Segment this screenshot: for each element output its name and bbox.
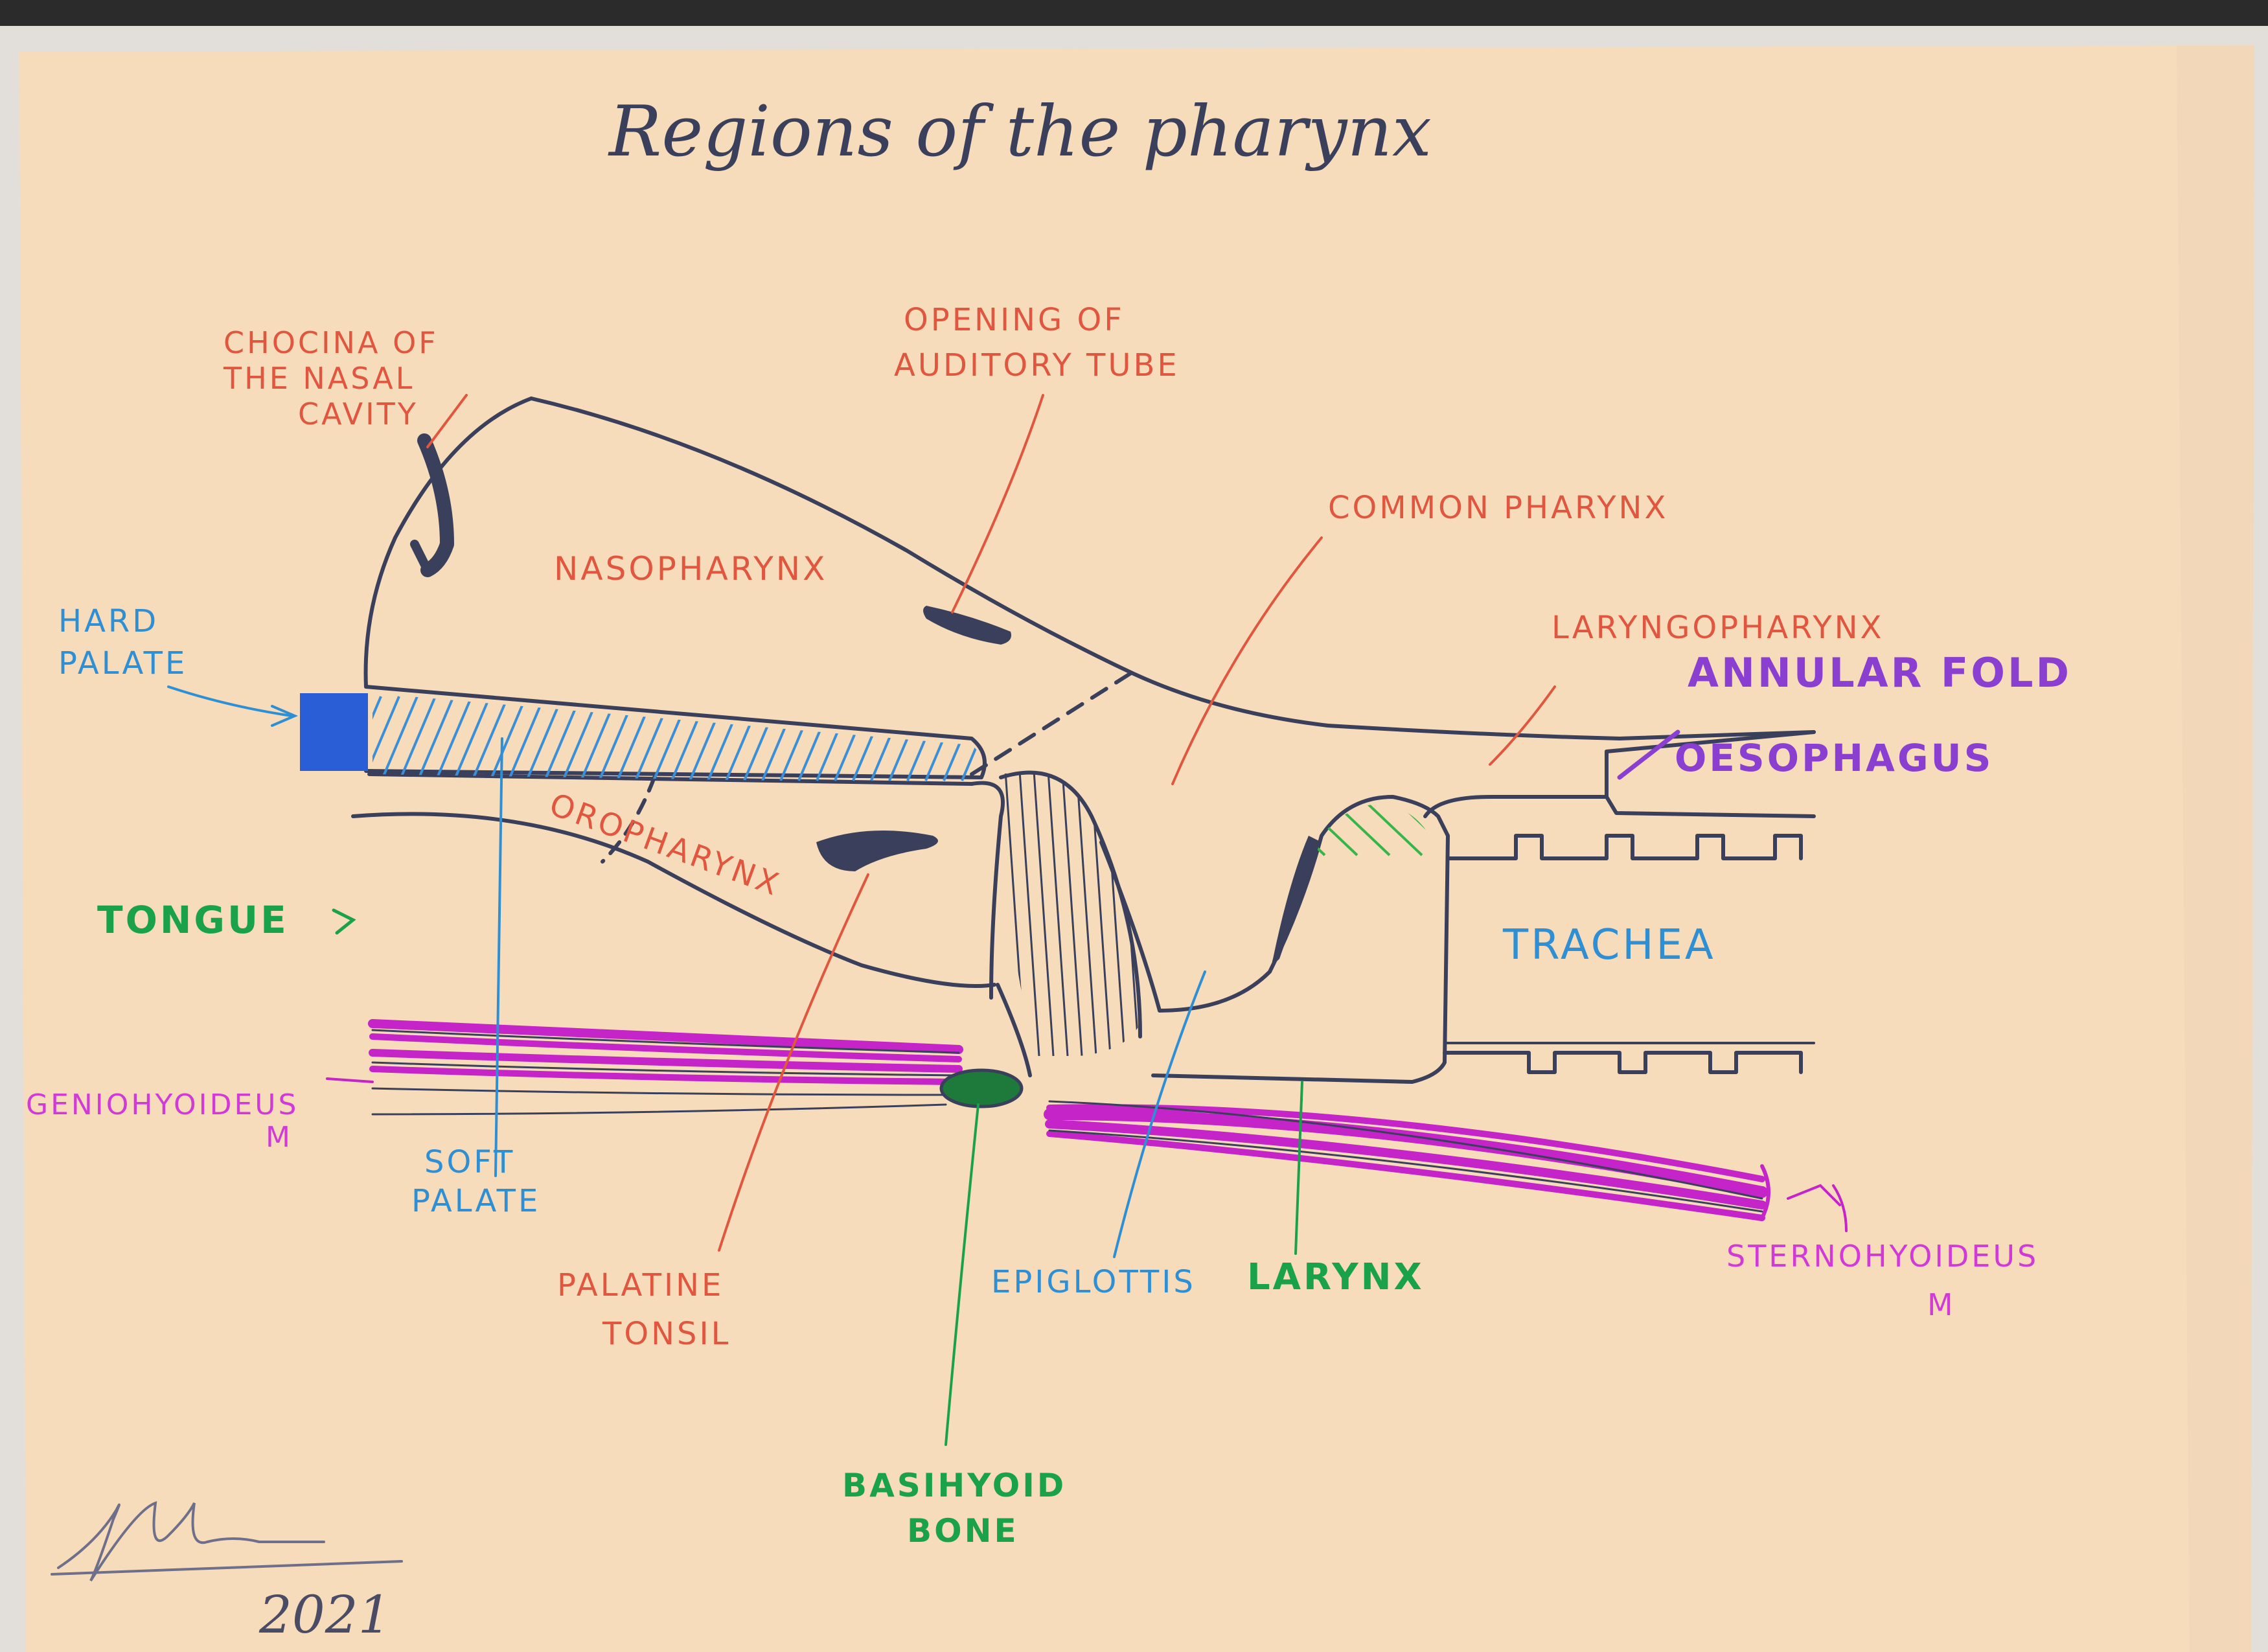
palatine-tonsil-shape (816, 831, 938, 871)
paper-sheet (19, 45, 2254, 1652)
label-geniohyoideus: GENIOHYOIDEUS M (26, 1088, 310, 1154)
hatch-line (453, 696, 491, 781)
label-choana: CHOCINA OF THE NASAL CAVITY (223, 325, 450, 431)
signature (51, 1501, 403, 1582)
palate-hatch (372, 696, 983, 781)
label-common-pharynx: COMMON PHARYNX (1328, 490, 1668, 526)
label-epiglottis: EPIGLOTTIS (991, 1264, 1196, 1300)
label-laryngopharynx: LARYNGOPHARYNX (1552, 610, 1884, 646)
geniohyoideus-muscle (368, 1019, 963, 1116)
label-hard-palate: HARD PALATE (58, 603, 187, 682)
hard-palate-block (300, 693, 368, 771)
label-palatine-tonsil: PALATINE TONSIL (557, 1267, 737, 1352)
hatch-line (380, 696, 418, 781)
auditory-tube-opening (923, 606, 1011, 645)
label-basihyoid-bone: BASIHYOID BONE (842, 1467, 1081, 1550)
hatch-line (1359, 803, 1423, 856)
label-annular-fold: ANNULAR FOLD (1688, 649, 2072, 696)
hatch-line (398, 696, 437, 781)
label-tongue: TONGUE (97, 898, 289, 942)
label-oesophagus: OESOPHAGUS (1675, 736, 1993, 780)
hatch-line (507, 696, 545, 781)
hatch-line (417, 696, 455, 781)
label-soft-palate: SOFT PALATE (411, 1144, 540, 1219)
hatch-line (471, 696, 509, 781)
signature-year: 2021 (258, 1585, 391, 1645)
pointer-lines (167, 394, 1848, 1446)
hatch-line (489, 696, 527, 781)
hatch-line (1061, 772, 1083, 1057)
hatch-line (525, 696, 564, 781)
label-opening-auditory-tube: OPENING OF AUDITORY TUBE (894, 302, 1180, 384)
hatch-line (1047, 772, 1069, 1057)
sternohyoideus-muscle (1044, 1100, 1770, 1221)
label-sternohyoideus: STERNOHYOIDEUS M (1726, 1239, 2051, 1322)
hatch-line (1075, 772, 1097, 1057)
hatch-line (372, 696, 400, 781)
label-nasopharynx: NASOPHARYNX (554, 550, 827, 588)
pharynx-outline (351, 396, 1816, 1084)
diagram-title: Regions of the pharynx (608, 91, 1432, 172)
basihyoid-bone-shape (939, 1068, 1024, 1108)
hatch-line (435, 696, 473, 781)
label-trachea: TRACHEA (1502, 921, 1716, 969)
hatch-line (372, 696, 382, 781)
hatch-line (1018, 772, 1040, 1057)
hatch-line (1033, 772, 1055, 1057)
label-larynx: LARYNX (1247, 1256, 1425, 1298)
